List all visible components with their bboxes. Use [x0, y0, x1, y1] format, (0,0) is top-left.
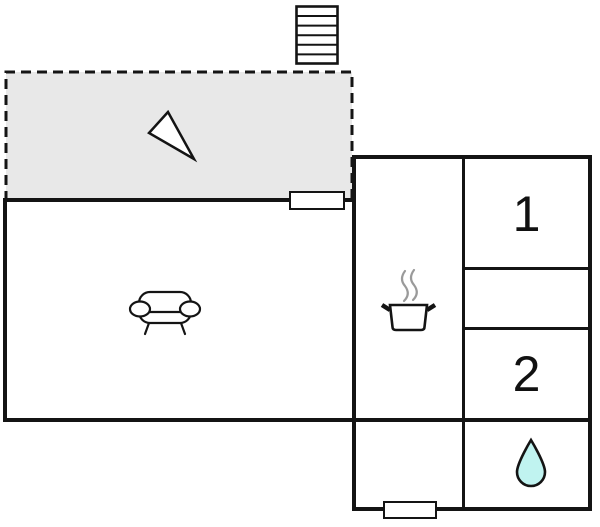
- bedroom-1-label: 1: [512, 185, 541, 242]
- staircase-icon: [295, 5, 339, 65]
- direction-triangle-icon: [147, 109, 198, 163]
- bedroom-2: 2: [465, 330, 588, 418]
- water-drop-icon: [515, 437, 547, 488]
- cooking-pot-icon: [380, 268, 437, 332]
- door-terrace-living-room: [289, 191, 345, 210]
- bedroom-1: 1: [465, 160, 588, 267]
- right-wing: [352, 155, 592, 511]
- wall-kitchen-bedrooms: [462, 158, 465, 510]
- sofa-icon: [128, 290, 202, 336]
- wall-below-bedroom-1: [464, 267, 590, 270]
- door-entrance: [383, 501, 437, 519]
- entrance-area: [357, 422, 462, 507]
- wall-above-bathroom-entrance: [354, 418, 590, 422]
- wall-above-bedroom-2: [464, 327, 590, 330]
- bedroom-2-label: 2: [512, 346, 541, 402]
